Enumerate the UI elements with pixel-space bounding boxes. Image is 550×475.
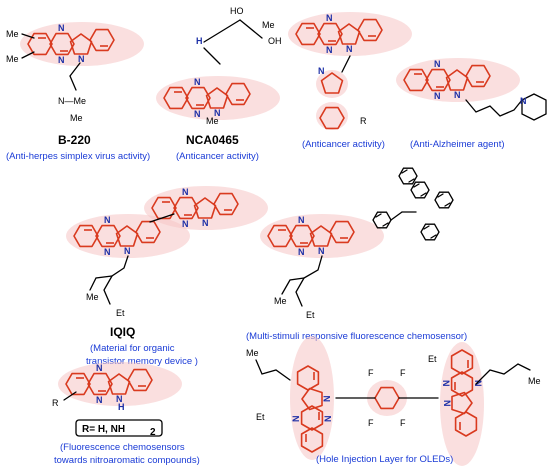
et-label-4: Et bbox=[428, 354, 437, 364]
me-label-4: Me bbox=[262, 20, 275, 30]
et-label-3: Et bbox=[256, 412, 265, 422]
nh-label: H bbox=[196, 36, 203, 46]
svg-text:2: 2 bbox=[150, 427, 156, 438]
et-label-2: Et bbox=[306, 310, 315, 320]
compound-name-nca0465: NCA0465 bbox=[186, 133, 239, 147]
me-label-5: Me bbox=[206, 116, 219, 126]
oh-label: OH bbox=[268, 36, 282, 46]
activity-iqiq-2: transistor memory device ) bbox=[86, 356, 198, 367]
me-label-3: Me bbox=[70, 113, 83, 123]
me-label-7: Me bbox=[274, 296, 287, 306]
me-label-1: Me bbox=[6, 29, 19, 39]
activity-iqiq-1: (Material for organic bbox=[90, 343, 175, 354]
me-label-6: Me bbox=[86, 292, 99, 302]
compound-chemosensor: R H R= H, NH 2 (Fluorescence chemosensor… bbox=[52, 362, 200, 466]
activity-chemosensor-1: (Fluorescence chemosensors bbox=[60, 442, 185, 453]
fluoro-1: F bbox=[368, 368, 374, 378]
compound-tpe: Me Et (Multi-stimuli responsive fluoresc… bbox=[246, 167, 467, 342]
triazole-n: N bbox=[318, 66, 325, 76]
activity-hole-injection: (Hole Injection Layer for OLEDs) bbox=[316, 454, 453, 465]
compound-alzheimer: N (Anti-Alzheimer agent) bbox=[396, 58, 547, 150]
activity-b220: (Anti-herpes simplex virus activity) bbox=[6, 151, 150, 162]
compound-triazole: N R (Anticancer activity) bbox=[288, 12, 412, 150]
rgroup-label: R= H, NH bbox=[82, 424, 125, 435]
compound-iqiq: Me Et IQIQ (Material for organic transis… bbox=[66, 186, 268, 367]
et-label-1: Et bbox=[116, 308, 125, 318]
activity-chemosensor-2: towards nitroaromatic compounds) bbox=[54, 455, 200, 466]
fluoro-2: F bbox=[400, 368, 406, 378]
nme-label: N—Me bbox=[58, 96, 86, 106]
activity-alzheimer: (Anti-Alzheimer agent) bbox=[410, 139, 505, 150]
piperidine-n: N bbox=[520, 96, 527, 106]
fluoro-3: F bbox=[368, 418, 374, 428]
me-label-9: Me bbox=[528, 376, 541, 386]
fluoro-4: F bbox=[400, 418, 406, 428]
rgroup-box bbox=[75, 419, 163, 437]
me-label-2: Me bbox=[6, 54, 19, 64]
compound-name-b220: B-220 bbox=[58, 133, 91, 147]
activity-triazole: (Anticancer activity) bbox=[302, 139, 385, 150]
me-label-8: Me bbox=[246, 348, 259, 358]
activity-nca0465: (Anticancer activity) bbox=[176, 151, 259, 162]
r-label-1: R bbox=[360, 116, 367, 126]
activity-tpe: (Multi-stimuli responsive fluorescence c… bbox=[246, 331, 467, 342]
r-label-2: R bbox=[52, 398, 59, 408]
compound-b220: Me Me N—Me Me B-220 (Anti-herpes simplex… bbox=[6, 22, 150, 162]
ho-label: HO bbox=[230, 6, 244, 16]
compound-nca0465: HO OH Me H Me NCA0465 (Anticancer activi… bbox=[156, 6, 282, 162]
compound-hole-injection: F F F F Me Et Et Me (Hole Injection Laye… bbox=[246, 336, 541, 466]
indole-nh: H bbox=[118, 402, 125, 412]
compound-name-iqiq: IQIQ bbox=[110, 325, 135, 339]
